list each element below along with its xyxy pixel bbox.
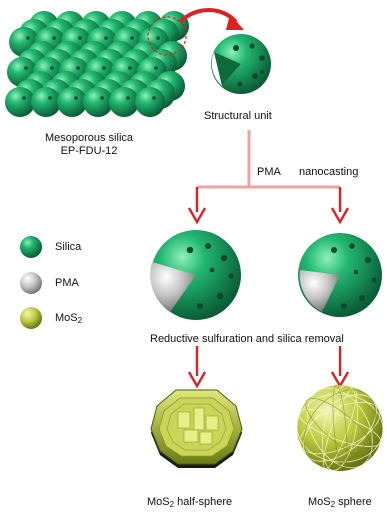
sphere-pore xyxy=(50,66,54,70)
composite-sphere-left xyxy=(150,230,241,320)
nanocasting-label: nanocasting xyxy=(299,166,358,179)
sphere-pore xyxy=(52,36,56,40)
legend-silica-label: Silica xyxy=(55,241,81,254)
sphere-pore xyxy=(22,96,26,100)
mos2-sphere-label: MoS2 sphere xyxy=(308,496,372,511)
legend-silica-swatch xyxy=(20,236,42,258)
legend-pma-label: PMA xyxy=(55,277,79,290)
sphere-pore xyxy=(24,66,28,70)
sphere-pore xyxy=(152,96,156,100)
composite-sphere-right xyxy=(298,233,382,317)
sphere-pore xyxy=(100,96,104,100)
mos2-half-sphere xyxy=(151,390,242,468)
silica-sphere xyxy=(109,87,139,117)
sphere-pore xyxy=(126,96,130,100)
pma-step-label: PMA xyxy=(257,166,281,179)
sphere-pore xyxy=(156,36,160,40)
mos2-half-sphere-label: MoS2 half-sphere xyxy=(147,496,232,511)
sphere-pore xyxy=(128,66,132,70)
sphere-pore xyxy=(78,36,82,40)
mesoporous-silica-label: Mesoporous silica EP-FDU-12 xyxy=(14,132,164,158)
process-label: Reductive sulfuration and silica removal xyxy=(150,333,344,346)
silica-sphere xyxy=(83,87,113,117)
sphere-pore xyxy=(154,66,158,70)
sphere-pore xyxy=(48,96,52,100)
curved-arrow xyxy=(180,10,236,22)
mos2-sphere xyxy=(289,376,387,480)
silica-sphere xyxy=(5,87,35,117)
legend-mos2-label: MoS2 xyxy=(55,312,82,327)
sphere-pore xyxy=(76,66,80,70)
structural-unit-label: Structural unit xyxy=(204,110,272,123)
legend-mos2-swatch xyxy=(20,307,42,329)
silica-sphere xyxy=(31,87,61,117)
silica-sphere xyxy=(57,87,87,117)
silica-sphere-block xyxy=(5,11,189,117)
structural-unit-sphere xyxy=(211,34,271,94)
legend-pma-swatch xyxy=(20,272,42,294)
sphere-pore xyxy=(74,96,78,100)
sphere-pore xyxy=(104,36,108,40)
sphere-pore xyxy=(26,36,30,40)
sphere-pore xyxy=(130,36,134,40)
silica-sphere xyxy=(135,87,165,117)
sphere-pore xyxy=(102,66,106,70)
